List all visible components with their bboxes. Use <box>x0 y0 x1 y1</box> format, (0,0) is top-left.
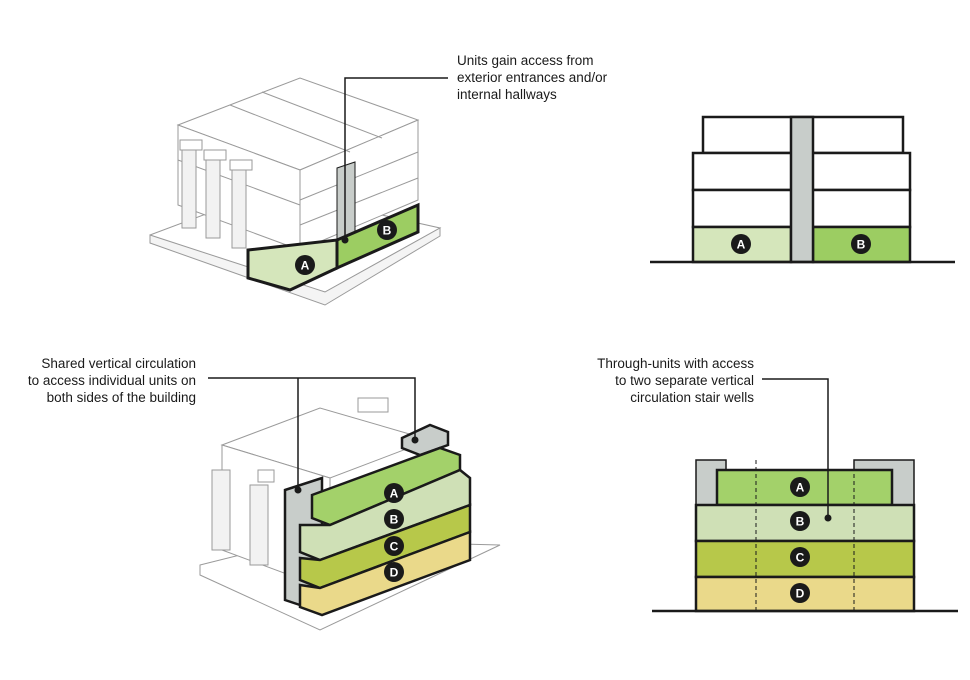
facade-bay <box>181 147 197 229</box>
section-through-units: A B C D <box>652 378 958 613</box>
ground-unit-b <box>335 202 420 271</box>
badge-b-label: B <box>390 513 399 527</box>
bay-cap <box>257 469 275 483</box>
caption-line: circulation stair wells <box>630 390 754 405</box>
section-exterior-access: A B <box>650 115 955 264</box>
leader-line-middle-left <box>208 377 416 440</box>
badge-b <box>384 509 404 529</box>
caption-line: Shared vertical circulation <box>41 356 196 371</box>
circulation-cap-right <box>400 423 450 457</box>
bay-cap <box>179 139 203 151</box>
roof-seam <box>261 91 383 139</box>
iso-building-exterior-access: A B <box>149 77 448 306</box>
caption-line: internal hallways <box>457 87 557 102</box>
badge-c-label: C <box>796 551 805 565</box>
badge-a-label: A <box>301 259 310 273</box>
caption-line: both sides of the building <box>46 390 196 405</box>
facade-bay <box>211 469 231 551</box>
floor-line <box>299 177 419 226</box>
badge-d-label: D <box>390 566 399 580</box>
badge-a <box>295 255 315 275</box>
leader-line-top <box>344 77 448 240</box>
badge-a <box>790 477 810 497</box>
caption-exterior-access: Units gain access from exterior entrance… <box>457 52 607 103</box>
caption-line: to access individual units on <box>27 373 196 388</box>
base-slab-edge <box>149 227 441 306</box>
badge-a <box>384 483 404 503</box>
section-unit-d <box>694 575 916 613</box>
badge-b-label: B <box>796 515 805 529</box>
section-core <box>789 115 815 264</box>
leader-dot <box>341 236 349 244</box>
badge-d-label: D <box>796 587 805 601</box>
badge-a-label: A <box>737 238 746 252</box>
bay-cap <box>229 159 253 171</box>
badge-c <box>384 536 404 556</box>
badge-d <box>384 562 404 582</box>
badge-b <box>790 511 810 531</box>
roof-hatch <box>357 397 389 413</box>
badge-c-label: C <box>390 540 399 554</box>
leader-line-middle-right <box>762 378 829 518</box>
badge-a <box>731 234 751 254</box>
facade-bay <box>231 167 247 249</box>
badge-b <box>851 234 871 254</box>
badge-a-label: A <box>796 481 805 495</box>
bay-cap <box>203 149 227 161</box>
leader-dot <box>824 514 832 522</box>
caption-shared-circulation: Shared vertical circulation to access in… <box>28 355 196 406</box>
caption-line: to two separate vertical <box>615 373 754 388</box>
ground-unit-a <box>246 238 339 292</box>
facade-bay <box>249 484 269 566</box>
caption-line: Units gain access from <box>457 53 594 68</box>
badge-a-label: A <box>390 487 399 501</box>
caption-line: Through-units with access <box>597 356 754 371</box>
leader-dot <box>411 436 419 444</box>
floor-line <box>299 151 419 201</box>
iso-building-shared-circulation: A B C D <box>199 377 501 631</box>
badge-d <box>790 583 810 603</box>
caption-line: exterior entrances and/or <box>457 70 608 85</box>
facade-bay <box>205 157 221 239</box>
badge-c <box>790 547 810 567</box>
caption-through-units: Through-units with access to two separat… <box>597 355 754 406</box>
leader-dot <box>294 486 302 494</box>
badge-b-label: B <box>383 224 392 238</box>
roof-seam <box>229 104 351 153</box>
badge-b <box>377 220 397 240</box>
badge-b-label: B <box>857 238 866 252</box>
